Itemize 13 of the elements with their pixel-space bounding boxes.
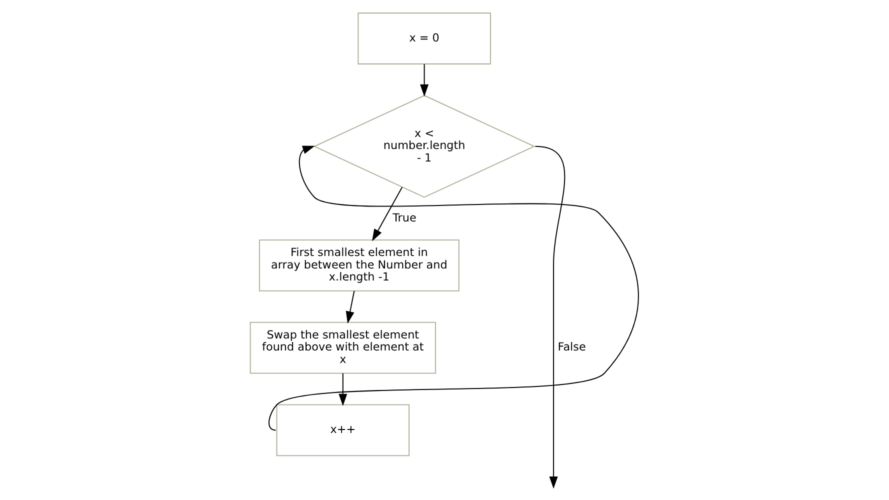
node-box: x = 0	[358, 12, 491, 64]
arrow	[420, 64, 429, 96]
node-box: First smallest element in array between the Number and x.length -1	[258, 238, 460, 291]
node-box: x++	[276, 404, 410, 456]
edge-label: False	[558, 340, 586, 354]
arrow	[338, 372, 348, 406]
node-box: Swap the smallest element found above with element at x	[250, 321, 436, 374]
arrow	[268, 145, 639, 430]
arrow	[372, 186, 403, 241]
arrow	[535, 145, 566, 488]
node-diamond: x < number.length - 1	[313, 94, 536, 198]
edge-label: True	[392, 210, 416, 224]
arrow	[346, 290, 355, 324]
